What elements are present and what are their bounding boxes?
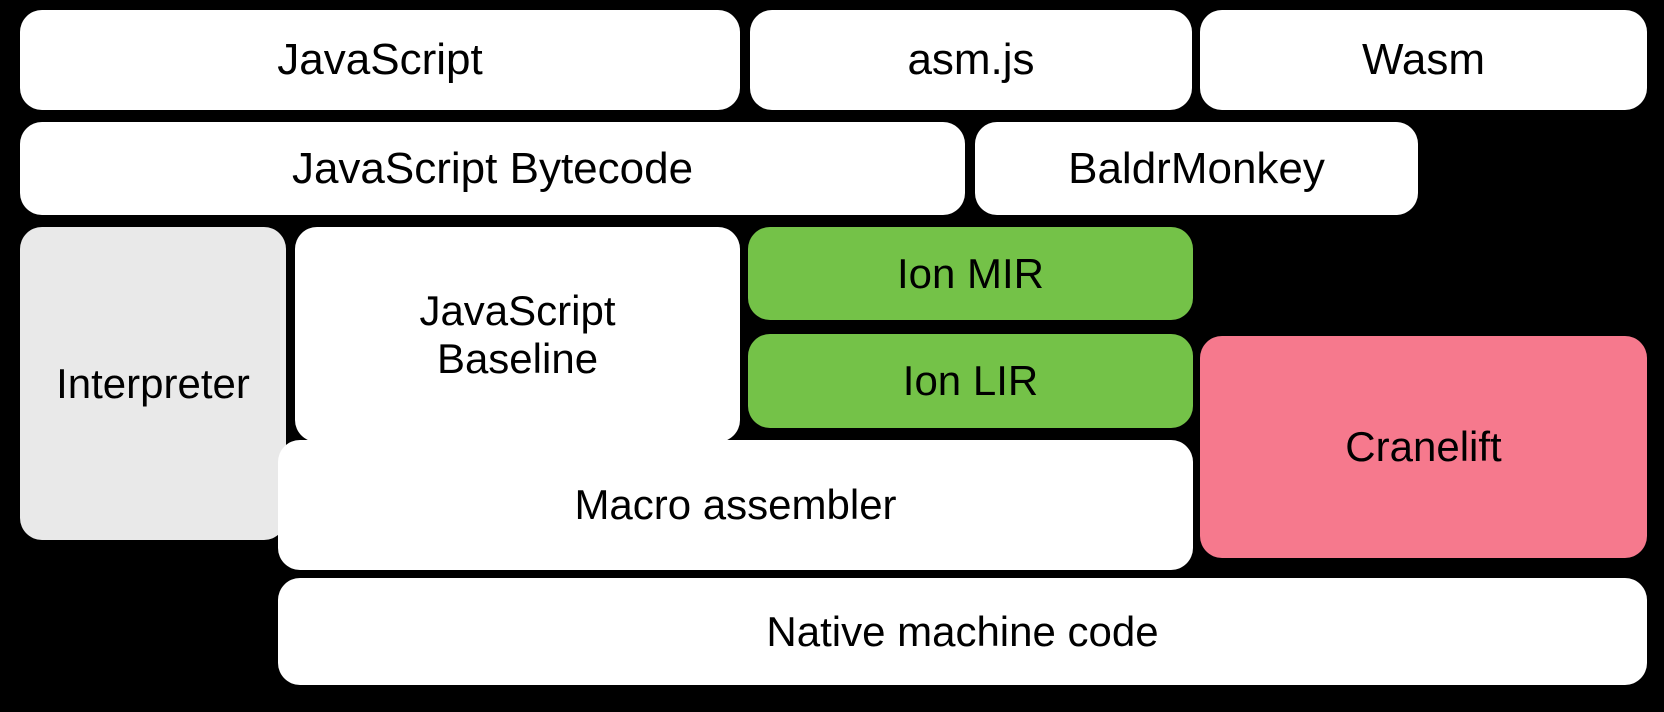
node-javascript-bytecode[interactable]: JavaScript Bytecode: [20, 122, 965, 215]
node-javascript[interactable]: JavaScript: [20, 10, 740, 110]
node-wasm[interactable]: Wasm: [1200, 10, 1647, 110]
node-macro-assembler[interactable]: Macro assembler: [278, 440, 1193, 570]
node-interpreter-label: Interpreter: [56, 359, 250, 407]
node-ion-lir[interactable]: Ion LIR: [748, 334, 1193, 428]
node-asmjs[interactable]: asm.js: [750, 10, 1192, 110]
node-interpreter[interactable]: Interpreter: [20, 227, 286, 540]
node-ion-mir-label: Ion MIR: [896, 249, 1045, 297]
node-native-machine-code[interactable]: Native machine code: [278, 578, 1647, 685]
node-asmjs-label: asm.js: [907, 35, 1035, 85]
node-javascript-baseline[interactable]: JavaScript Baseline: [295, 227, 740, 442]
node-baldrmonkey-label: BaldrMonkey: [1068, 143, 1325, 193]
node-javascript-label: JavaScript: [277, 35, 483, 85]
node-macro-assembler-label: Macro assembler: [574, 481, 897, 529]
node-ion-mir[interactable]: Ion MIR: [748, 227, 1193, 320]
node-wasm-label: Wasm: [1361, 35, 1486, 85]
node-cranelift[interactable]: Cranelift: [1200, 336, 1647, 558]
node-native-machine-code-label: Native machine code: [766, 607, 1159, 655]
node-cranelift-label: Cranelift: [1345, 423, 1502, 471]
node-javascript-baseline-label: JavaScript Baseline: [419, 287, 616, 382]
node-ion-lir-label: Ion LIR: [902, 357, 1039, 405]
node-javascript-bytecode-label: JavaScript Bytecode: [291, 143, 694, 193]
node-baldrmonkey[interactable]: BaldrMonkey: [975, 122, 1418, 215]
